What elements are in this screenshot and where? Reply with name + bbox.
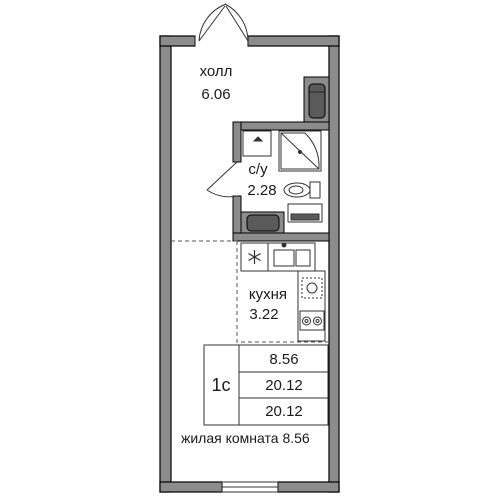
cooktop xyxy=(299,310,325,331)
wall-bottom-left xyxy=(159,481,223,493)
bathroom-sink xyxy=(242,130,272,157)
wall-top-left xyxy=(159,35,196,47)
wall-top-right xyxy=(247,35,340,47)
zone-separators xyxy=(171,240,329,343)
living-area-value: 8.56 xyxy=(269,350,299,368)
snowflake-icon xyxy=(248,250,261,264)
hall-name: холл xyxy=(199,63,233,80)
oven xyxy=(301,277,323,299)
wall-right xyxy=(328,35,340,493)
total-area-with-balcony-value: 20.12 xyxy=(265,402,303,420)
wall-left xyxy=(159,35,172,493)
living-room-label: жилая комната 8.56 xyxy=(181,430,329,447)
living-room-name: жилая комната xyxy=(181,430,279,446)
living-room-area: 8.56 xyxy=(282,430,310,446)
hall-wardrobe-lower xyxy=(240,211,285,234)
hall-area: 6.06 xyxy=(201,86,231,103)
shower-tray xyxy=(278,130,322,172)
bathroom-door-icon xyxy=(206,161,238,198)
kitchen-sink xyxy=(267,242,316,272)
bathroom-area: 2.28 xyxy=(247,182,277,199)
window xyxy=(221,481,279,493)
washing-machine xyxy=(287,203,323,223)
total-area-value: 20.12 xyxy=(265,376,303,394)
wardrobe xyxy=(303,76,330,125)
exterior-walls xyxy=(159,35,340,493)
toilet xyxy=(283,181,321,199)
kitchen-name: кухня xyxy=(248,286,288,303)
kitchen-area: 3.22 xyxy=(249,306,279,323)
area-summary: 1с 8.56 20.12 20.12 xyxy=(204,345,328,425)
apartment-type-code: 1с xyxy=(211,374,231,395)
wall-bottom-right xyxy=(277,481,340,493)
door-swing-icon xyxy=(194,3,249,46)
bathroom-name: с/у xyxy=(248,161,268,178)
summary-table xyxy=(203,344,329,426)
